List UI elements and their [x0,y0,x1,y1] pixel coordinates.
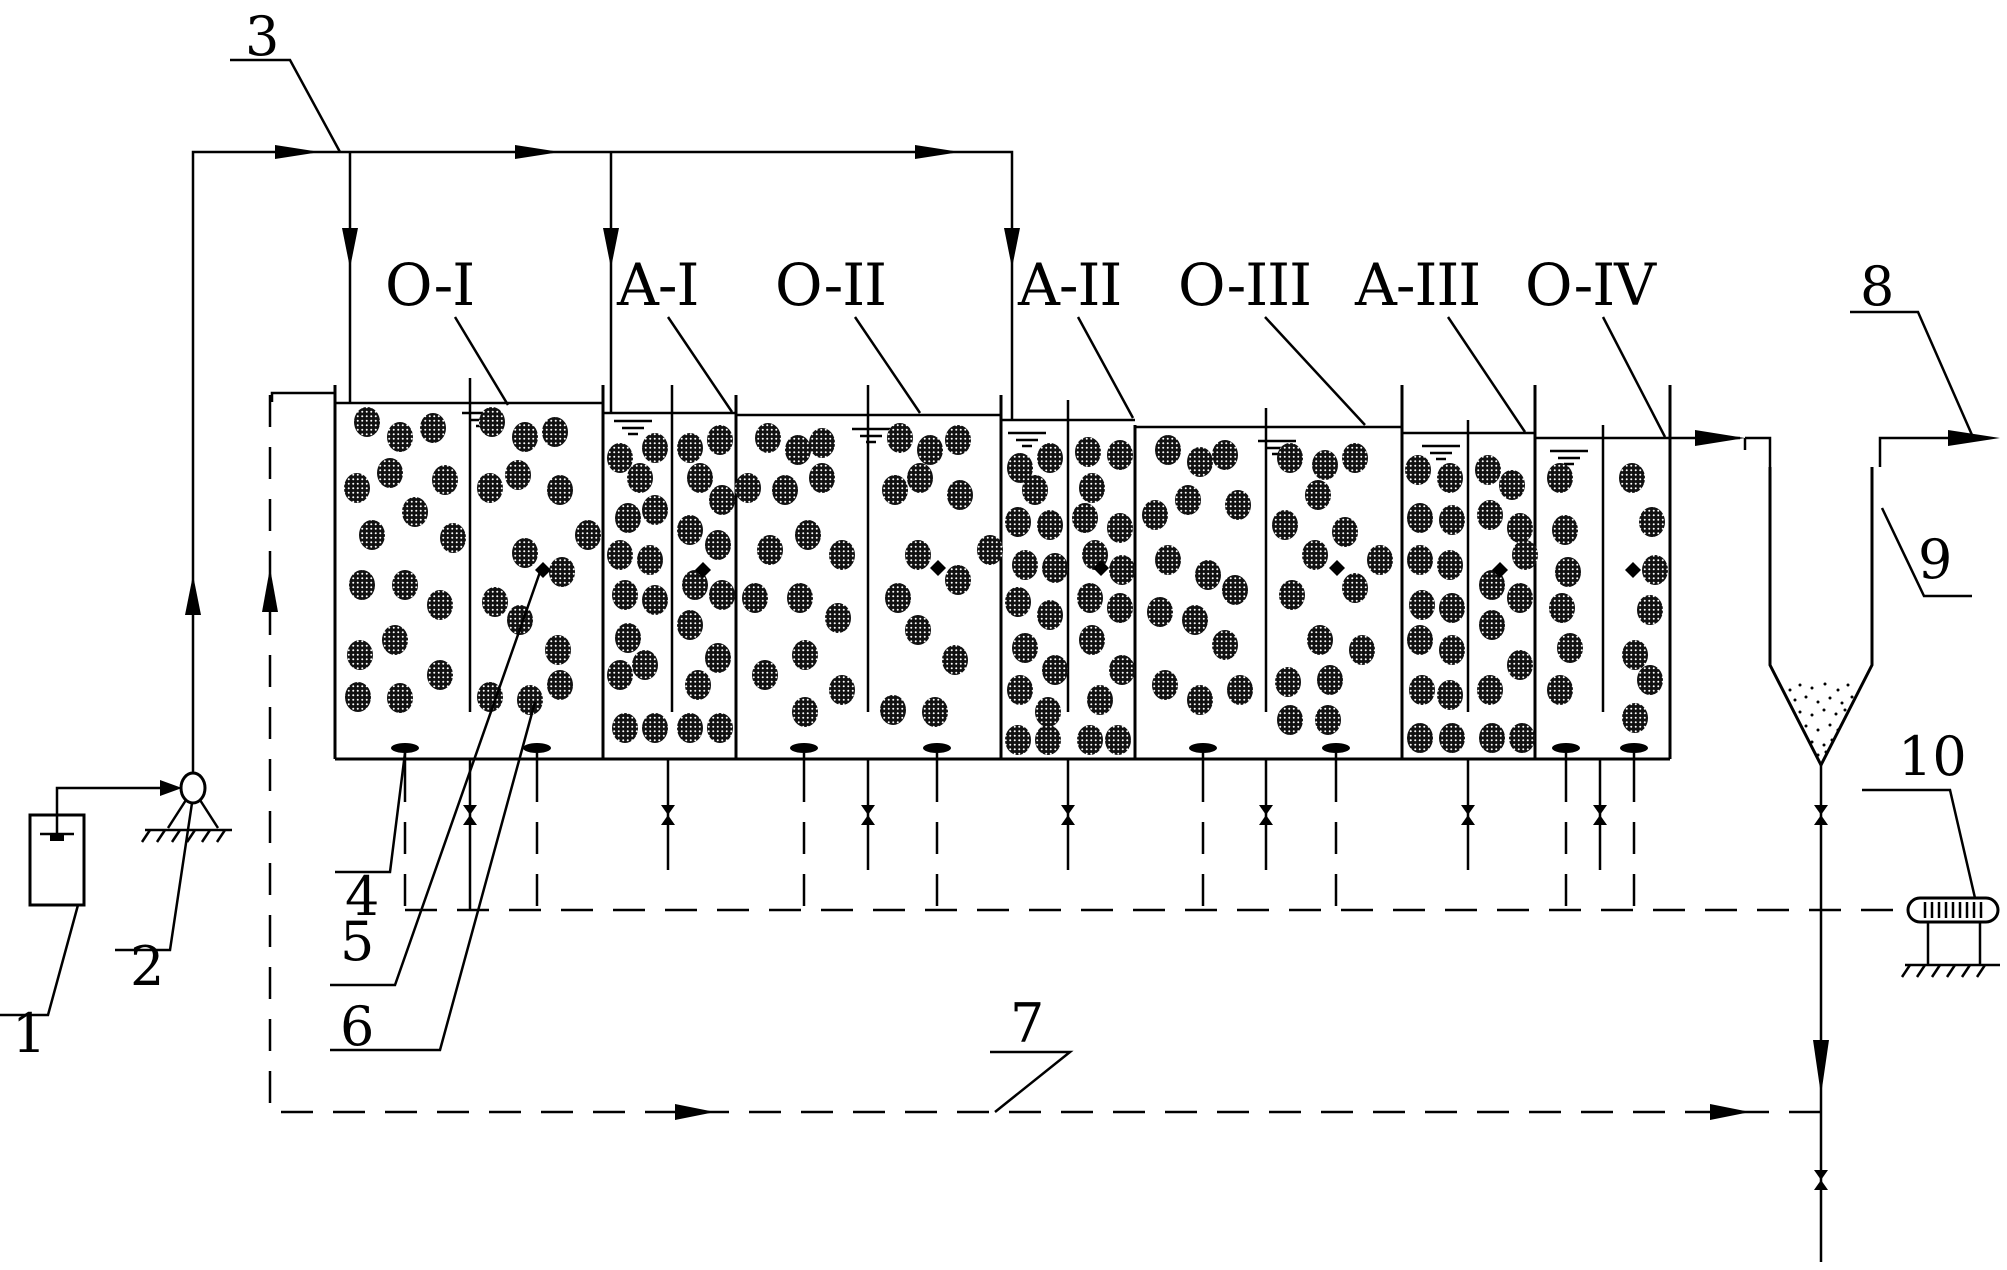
zone-labels: O-I A-I O-II A-II O-III A-III O-IV [385,251,1667,438]
sludge-return-line [262,395,1821,1120]
callouts: 1 2 3 4 5 6 7 8 9 10 [0,5,1977,1113]
drain-valves [463,759,1828,1190]
callout-4: 4 [345,865,379,928]
feed-tank [28,780,182,907]
zone-label-o2: O-II [775,251,886,319]
air-header [403,770,1908,912]
effluent-pipe [1670,430,1772,467]
callout-10: 10 [1898,725,1967,788]
zone-label-o4: O-IV [1525,251,1657,319]
zone-label-o3: O-III [1178,251,1311,319]
callout-7: 7 [1010,992,1044,1055]
callout-9: 9 [1918,528,1952,591]
callout-1: 1 [12,1002,46,1065]
influent-distribution-pipe [185,145,1020,773]
zone-label-a3: A-III [1354,251,1480,319]
zone-label-a1: A-I [616,251,698,319]
reactor-tanks [270,378,1672,761]
callout-6: 6 [340,995,374,1058]
carrier-media [344,407,1668,755]
callout-2: 2 [130,935,164,998]
callout-8: 8 [1860,255,1894,318]
callout-5: 5 [340,910,374,973]
secondary-clarifier [1768,430,2000,1262]
zone-label-a2: A-II [1017,251,1121,319]
air-blower [1900,896,2000,978]
callout-3: 3 [245,5,279,68]
zone-label-o1: O-I [385,251,474,319]
